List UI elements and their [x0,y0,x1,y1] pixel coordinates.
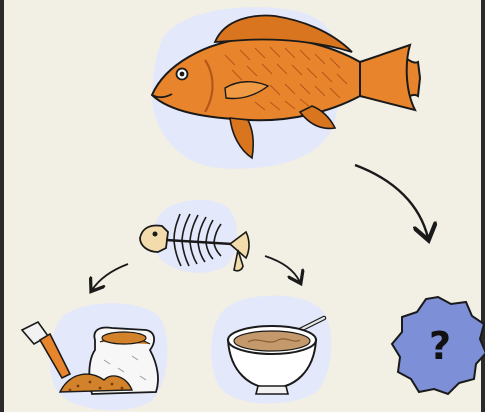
arrow-to-fertilizer [92,264,128,290]
porridge-node [211,296,331,404]
question-mark: ? [429,324,451,368]
fertilizer-node [22,303,167,410]
fish-node [152,7,420,169]
unknown-node: ? [392,297,485,394]
arrow-to-porridge [265,256,300,282]
fish-skeleton-node [140,200,249,273]
arrow-to-unknown [355,165,428,238]
